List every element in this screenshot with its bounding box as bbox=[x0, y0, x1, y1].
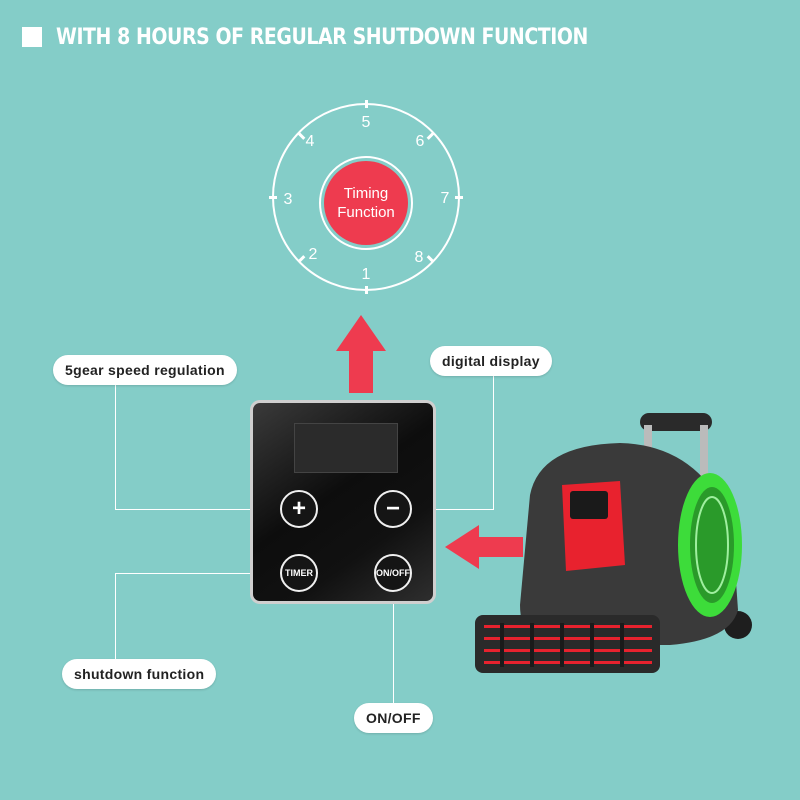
power-button[interactable]: ON/OFF bbox=[374, 554, 412, 592]
plus-icon: + bbox=[291, 495, 306, 522]
timing-label: Timing bbox=[343, 185, 389, 202]
dial-number-8: 8 bbox=[414, 249, 424, 266]
timer-button-label: TIMER bbox=[285, 568, 313, 578]
speed-connector-vertical bbox=[115, 385, 116, 510]
shutdown-connector-horizontal bbox=[115, 573, 280, 574]
digital-display-label: digital display bbox=[430, 346, 552, 376]
dial-tick-left bbox=[269, 196, 277, 199]
header-square-icon bbox=[22, 27, 42, 47]
dial-number-5: 5 bbox=[361, 114, 371, 131]
shutdown-function-label: shutdown function bbox=[62, 659, 217, 689]
minus-icon: − bbox=[385, 495, 400, 522]
display-connector-vertical bbox=[493, 375, 494, 510]
minus-button[interactable]: − bbox=[374, 490, 412, 528]
header: WITH 8 HOURS OF REGULAR SHUTDOWN FUNCTIO… bbox=[22, 20, 675, 54]
timing-function-badge: Timing Function bbox=[324, 161, 408, 245]
digital-display-screen bbox=[294, 423, 398, 473]
dial-number-1: 1 bbox=[361, 266, 371, 283]
onoff-connector-vertical bbox=[393, 592, 394, 704]
speed-regulation-label: 5gear speed regulation bbox=[53, 355, 237, 385]
dial-number-2: 2 bbox=[308, 246, 318, 263]
dial-number-3: 3 bbox=[283, 191, 293, 208]
dial-number-6: 6 bbox=[415, 133, 425, 150]
dial-tick-right bbox=[455, 196, 463, 199]
dial-number-4: 4 bbox=[305, 133, 315, 150]
plus-button[interactable]: + bbox=[280, 490, 318, 528]
display-connector-horizontal bbox=[413, 509, 494, 510]
onoff-label: ON/OFF bbox=[354, 703, 433, 733]
arrow-up-icon bbox=[336, 315, 386, 393]
function-label: Function bbox=[337, 204, 395, 221]
dial-tick-bottom bbox=[365, 286, 368, 294]
arrow-left-icon bbox=[445, 525, 523, 569]
air-mover-image bbox=[475, 413, 752, 673]
dial-number-7: 7 bbox=[440, 190, 450, 207]
header-title: WITH 8 HOURS OF REGULAR SHUTDOWN FUNCTIO… bbox=[56, 24, 588, 50]
timer-button[interactable]: TIMER bbox=[280, 554, 318, 592]
dial-tick-top bbox=[365, 100, 368, 108]
shutdown-connector-vertical bbox=[115, 573, 116, 661]
power-button-label: ON/OFF bbox=[376, 568, 410, 578]
dial-inner-ring bbox=[319, 156, 413, 250]
speed-connector-horizontal bbox=[115, 509, 280, 510]
